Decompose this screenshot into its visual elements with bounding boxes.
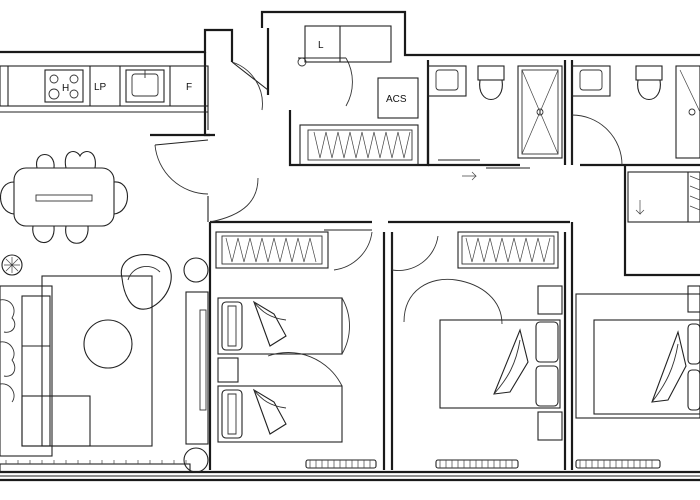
bath2-toilet [637,79,661,101]
bathroom-2 [571,65,700,159]
dining-table [13,167,115,227]
living-area [0,254,209,473]
fridge-label: F [186,82,192,93]
water-heater-label: ACS [386,94,407,105]
interior-walls [150,60,700,470]
sofa [0,285,91,457]
dishwasher-label: LP [94,82,107,93]
tv-unit [185,291,209,445]
armchair [120,254,172,310]
plant [1,254,23,276]
bath2-sink [571,65,611,97]
bedroom-3 [575,285,700,419]
double-bed [439,319,561,409]
nightstand-2b [537,411,563,441]
radiator-2 [435,459,519,469]
dining-set [0,150,128,276]
bed2-wardrobe [457,231,559,269]
bedroom-2 [403,231,563,441]
radiator-3 [575,459,661,469]
doors [154,57,623,271]
laundry-area: L ACS [297,25,419,166]
bedroom-1 [215,231,350,443]
rug [41,275,153,447]
bathroom-1 [427,65,563,181]
bath1-shower [517,65,563,159]
water-heater: ACS [377,77,419,119]
bath1-toilet [479,79,503,101]
laundry-label: L [318,40,324,51]
windows [0,459,700,477]
twin-bed-b [217,385,343,443]
twin-bed-a [217,297,343,355]
bath2-shower [675,65,700,159]
double-bed-3 [593,319,700,415]
hob: H [44,69,84,103]
bath1-sink [427,65,467,97]
kitchen: H LP F [0,65,209,130]
bed1-wardrobe [215,231,329,269]
nightstand-2a [537,285,563,315]
closet-right [627,171,700,223]
wardrobe-hall [299,124,419,166]
coffee-table [83,319,133,369]
radiator-1 [305,459,377,469]
hob-label: H [62,83,69,94]
nightstand-1 [217,357,239,383]
kitchen-sink [125,69,165,103]
